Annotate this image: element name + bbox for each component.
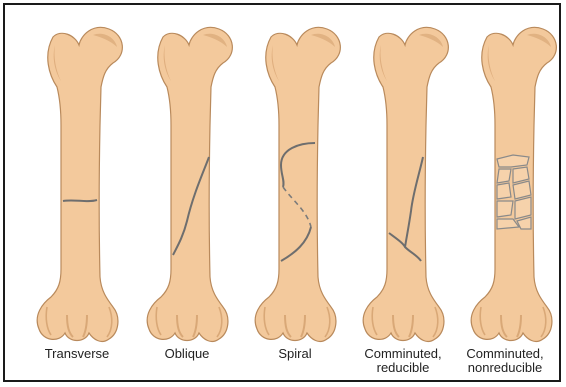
caption-comminuted-reducible: Comminuted, reducible [344, 347, 462, 375]
caption-comminuted-nonreducible: Comminuted, nonreducible [446, 347, 564, 375]
femur-oblique [133, 15, 241, 351]
caption-line: Comminuted, [446, 347, 564, 361]
caption-spiral: Spiral [236, 347, 354, 361]
caption-line: Comminuted, [344, 347, 462, 361]
femur-transverse [23, 15, 131, 351]
figure-frame: Transverse Oblique Spiral Comminuted, re… [3, 3, 561, 382]
caption-oblique: Oblique [128, 347, 246, 361]
caption-line: reducible [344, 361, 462, 375]
caption-line: Spiral [236, 347, 354, 361]
caption-line: Transverse [18, 347, 136, 361]
caption-line: Oblique [128, 347, 246, 361]
femur-comminuted-reducible [349, 15, 457, 351]
fracture-line-transverse [63, 200, 97, 201]
caption-transverse: Transverse [18, 347, 136, 361]
femur-comminuted-nonreducible [457, 15, 565, 351]
femur-spiral [241, 15, 349, 351]
caption-line: nonreducible [446, 361, 564, 375]
